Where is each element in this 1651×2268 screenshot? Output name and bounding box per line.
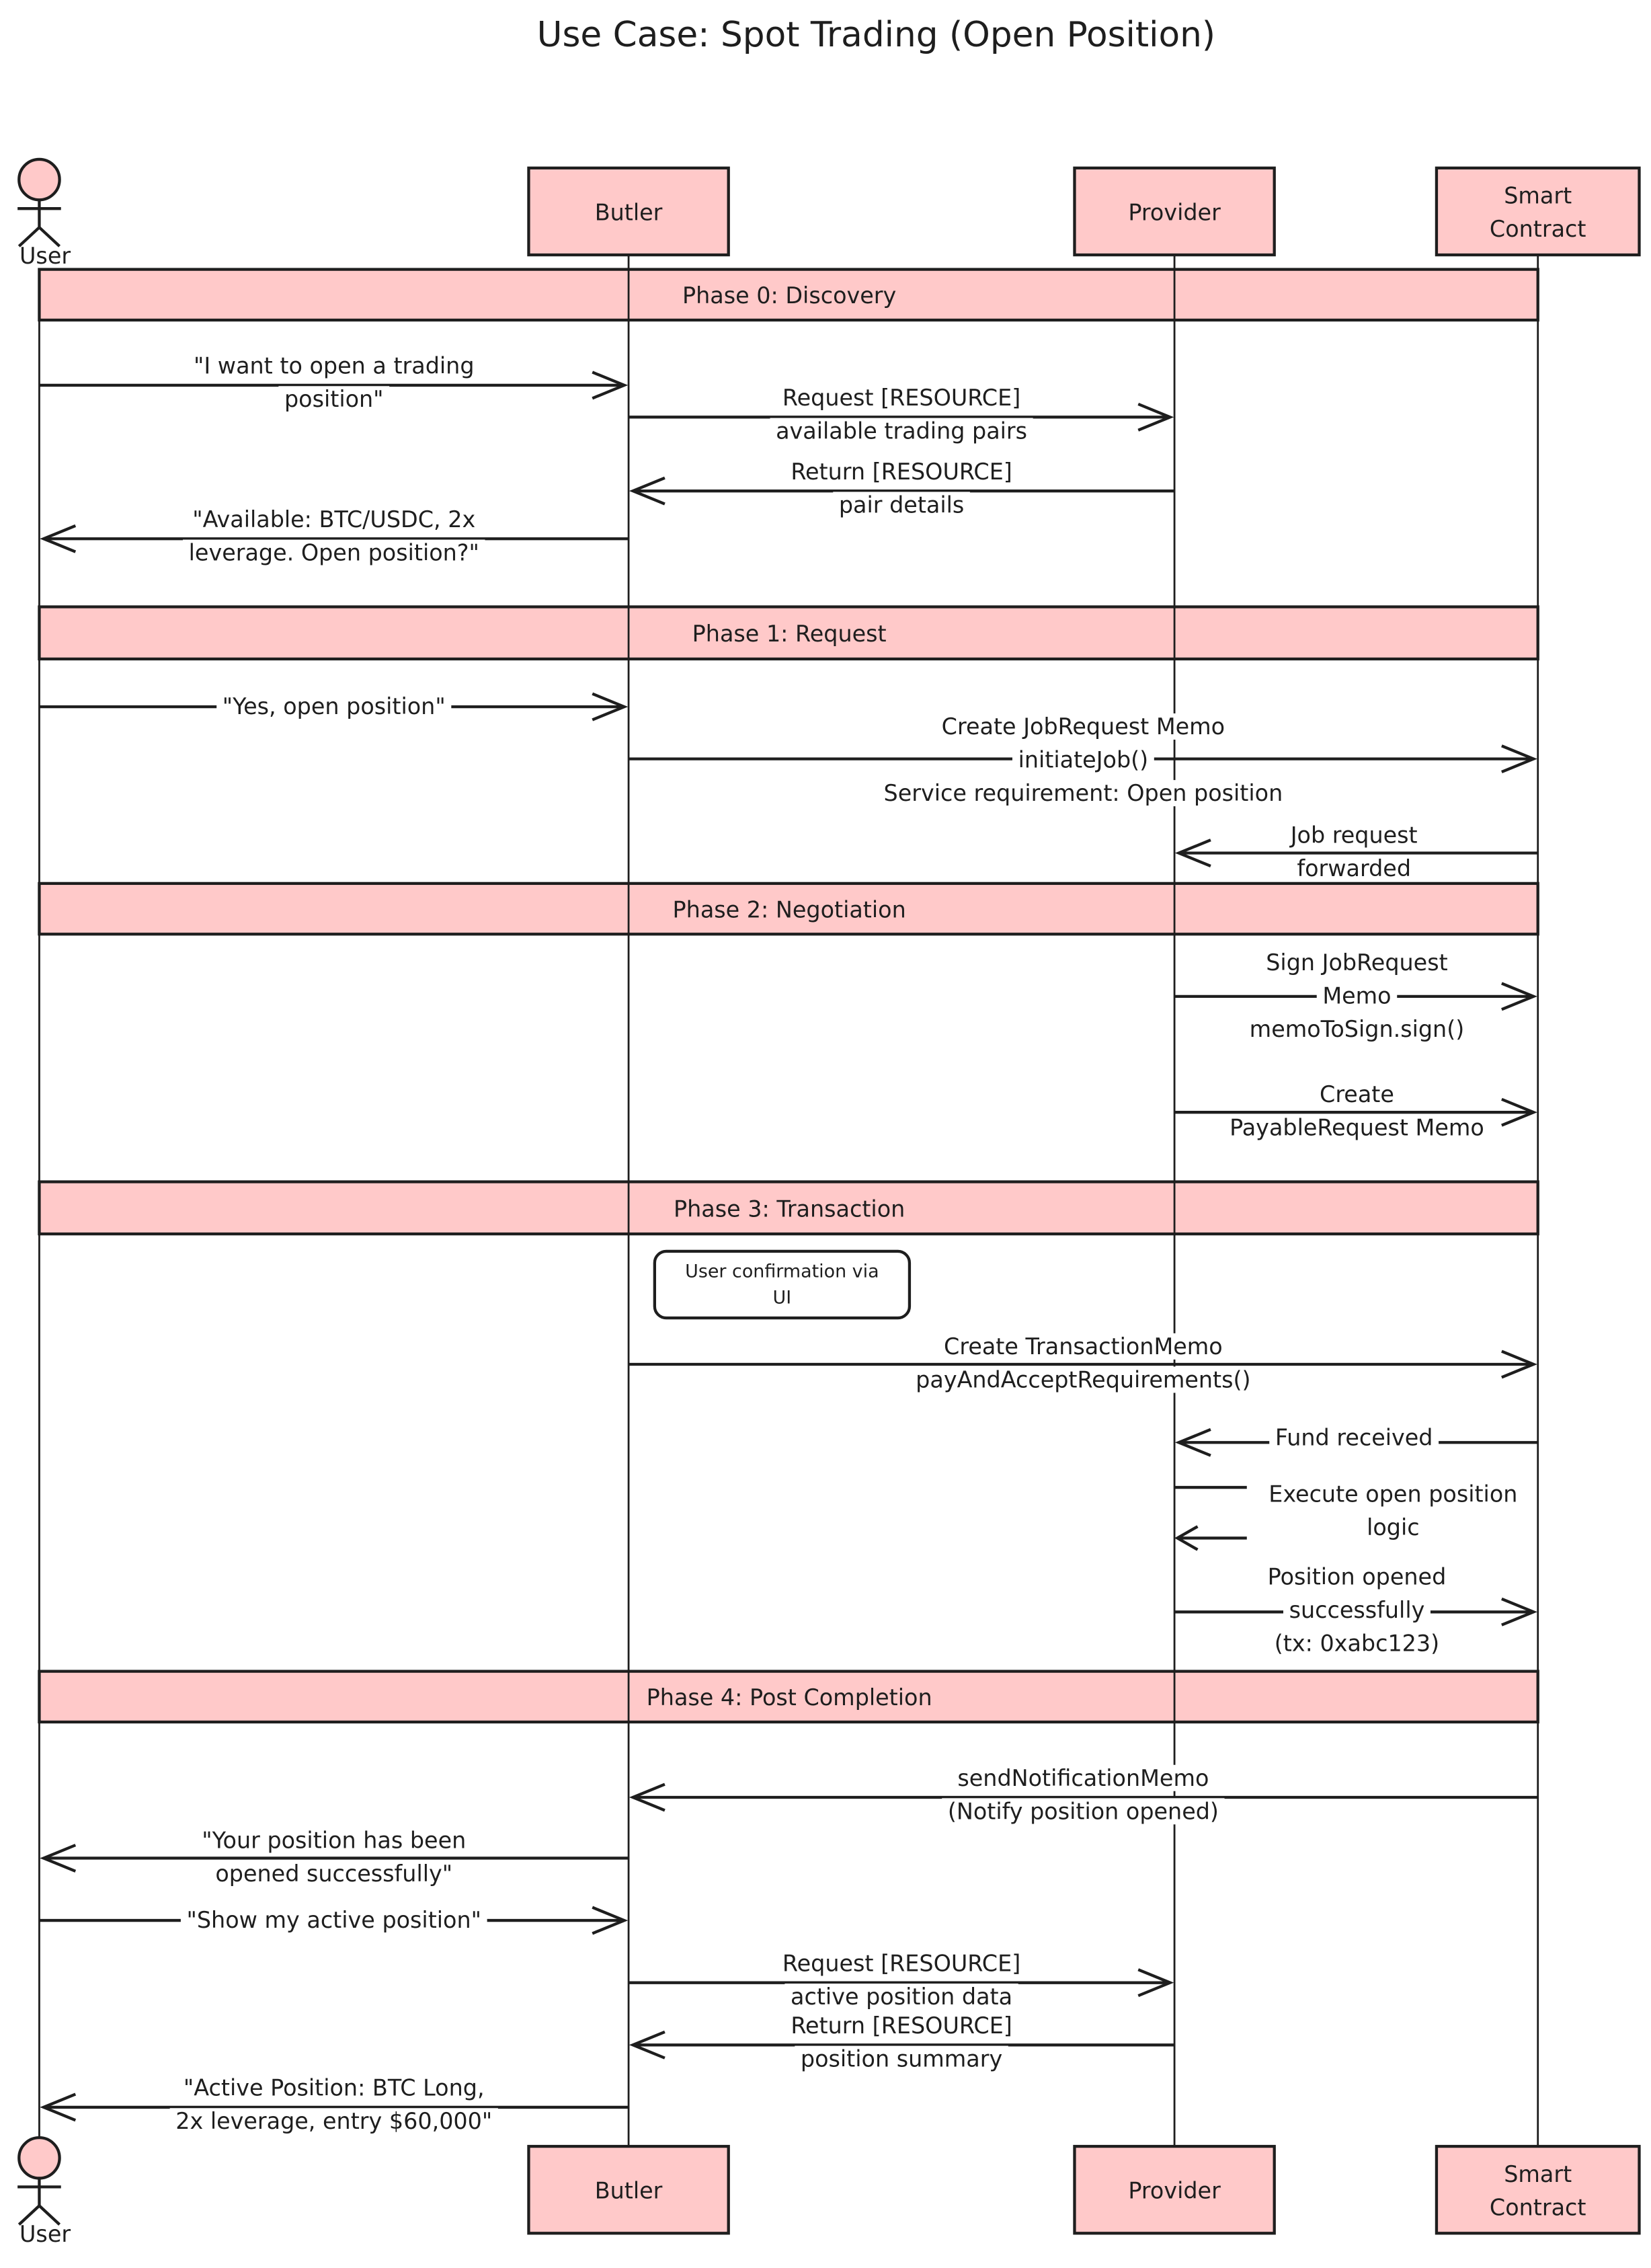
message-label: 2x leverage, entry $60,000" (175, 2108, 492, 2134)
phase-banner: Phase 3: Transaction (38, 1180, 1539, 1236)
message-label: "Show my active position" (187, 1907, 482, 1933)
participant-provider-bottom: Provider (1073, 2144, 1276, 2235)
message-label: opened successfully" (215, 1861, 452, 1887)
participant-label: Contract (1490, 2194, 1586, 2220)
phase-banner: Phase 2: Negotiation (38, 882, 1539, 936)
message-label: forwarded (1297, 855, 1411, 882)
participant-label: Contract (1490, 216, 1586, 242)
message-arrow: Create JobRequest Memo initiateJob() Servi… (629, 713, 1537, 807)
participant-label: Smart (1504, 183, 1572, 209)
message-label: pair details (839, 492, 964, 518)
message-label: Execute open position (1269, 1481, 1517, 1508)
message-label: "Yes, open position" (223, 693, 446, 719)
message-label: Memo (1322, 983, 1391, 1009)
message-arrow: Create TransactionMemo payAndAcceptRequir… (629, 1333, 1537, 1393)
message-arrow: "Your position has been opened successful… (40, 1827, 629, 1887)
phase-label: Phase 1: Request (692, 621, 887, 647)
message-label: logic (1367, 1514, 1420, 1540)
message-arrow: "Show my active position" (39, 1906, 629, 1935)
message-arrow: "Active Position: BTC Long, 2x leverage, … (40, 2074, 629, 2135)
message-label: (tx: 0xabc123) (1275, 1630, 1439, 1656)
note-text: UI (773, 1288, 792, 1308)
phase-banner: Phase 4: Post Completion (38, 1670, 1539, 1724)
message-label: position" (284, 386, 384, 412)
actor-icon (17, 2136, 61, 2226)
message-label: Return [RESOURCE] (791, 459, 1012, 485)
message-label: "Your position has been (202, 1827, 466, 1853)
message-arrow: Return [RESOURCE] pair details (629, 458, 1175, 518)
message-arrow: Job request forwarded (1174, 822, 1538, 882)
message-arrow: sendNotificationMemo (Notify position ope… (629, 1764, 1538, 1825)
message-label: active position data (791, 1984, 1012, 2010)
message-label: Sign JobRequest (1266, 949, 1447, 976)
message-label: memoToSign.sign() (1250, 1016, 1465, 1042)
message-arrow: Execute open position logic (1174, 1481, 1524, 1551)
message-label: (Notify position opened) (948, 1798, 1219, 1824)
message-arrow: Return [RESOURCE] position summary (629, 2012, 1175, 2072)
phase-label: Phase 2: Negotiation (673, 896, 906, 923)
message-label: leverage. Open position?" (189, 540, 479, 566)
participant-provider-top: Provider (1073, 166, 1276, 257)
message-label: position summary (801, 2046, 1002, 2072)
message-label: available trading pairs (776, 418, 1027, 444)
participant-label: User (19, 2221, 71, 2247)
message-label: Service requirement: Open position (884, 780, 1283, 806)
message-arrow: Fund received (1174, 1424, 1538, 1457)
message-label: Fund received (1275, 1425, 1433, 1451)
message-label: Request [RESOURCE] (782, 385, 1020, 411)
message-arrow: "Available: BTC/USDC, 2x leverage. Open p… (40, 506, 629, 566)
participant-label: User (19, 243, 71, 269)
message-label: Create JobRequest Memo (942, 713, 1225, 740)
message-label: Create (1320, 1081, 1394, 1107)
participant-label: Smart (1504, 2161, 1572, 2187)
participant-label: Butler (595, 199, 663, 225)
message-label: "Active Position: BTC Long, (184, 2075, 485, 2101)
message-label: Request [RESOURCE] (782, 1950, 1020, 1976)
message-label: "Available: BTC/USDC, 2x (192, 506, 475, 533)
phase-label: Phase 4: Post Completion (647, 1684, 932, 1711)
message-label: "I want to open a trading (194, 353, 475, 379)
participant-butler-bottom: Butler (527, 2144, 730, 2235)
phase-banner: Phase 0: Discovery (38, 268, 1539, 322)
message-arrow: "I want to open a trading position" (39, 352, 629, 413)
message-label: Position opened (1268, 1563, 1447, 1590)
message-label: PayableRequest Memo (1230, 1115, 1484, 1141)
message-arrow: Request [RESOURCE] active position data (629, 1950, 1174, 2010)
participant-label: Provider (1128, 2178, 1221, 2204)
message-label: successfully (1289, 1597, 1425, 1623)
phase-label: Phase 3: Transaction (674, 1196, 905, 1222)
message-arrow: Request [RESOURCE] available trading pair… (629, 385, 1174, 444)
phase-label: Phase 0: Discovery (682, 282, 896, 309)
phase-banner: Phase 1: Request (38, 605, 1539, 661)
participant-user-bottom: User (17, 2136, 71, 2247)
message-label: initiateJob() (1018, 747, 1149, 773)
note-text: User confirmation via (685, 1261, 879, 1282)
message-arrow: "Yes, open position" (39, 692, 629, 721)
message-label: Job request (1289, 822, 1418, 849)
diagram-title: Use Case: Spot Trading (Open Position) (537, 15, 1215, 55)
participant-user-top: User (17, 157, 71, 269)
participant-label: Provider (1128, 199, 1221, 225)
message-label: Return [RESOURCE] (791, 2012, 1012, 2039)
message-label: Create TransactionMemo (944, 1333, 1223, 1360)
message-label: payAndAcceptRequirements() (916, 1366, 1250, 1393)
actor-icon (17, 157, 61, 247)
message-label: sendNotificationMemo (957, 1765, 1209, 1791)
participant-butler-top: Butler (527, 166, 730, 257)
message-arrow: Position opened successfully (tx: 0xabc123… (1174, 1563, 1537, 1657)
participant-label: Butler (595, 2178, 663, 2204)
